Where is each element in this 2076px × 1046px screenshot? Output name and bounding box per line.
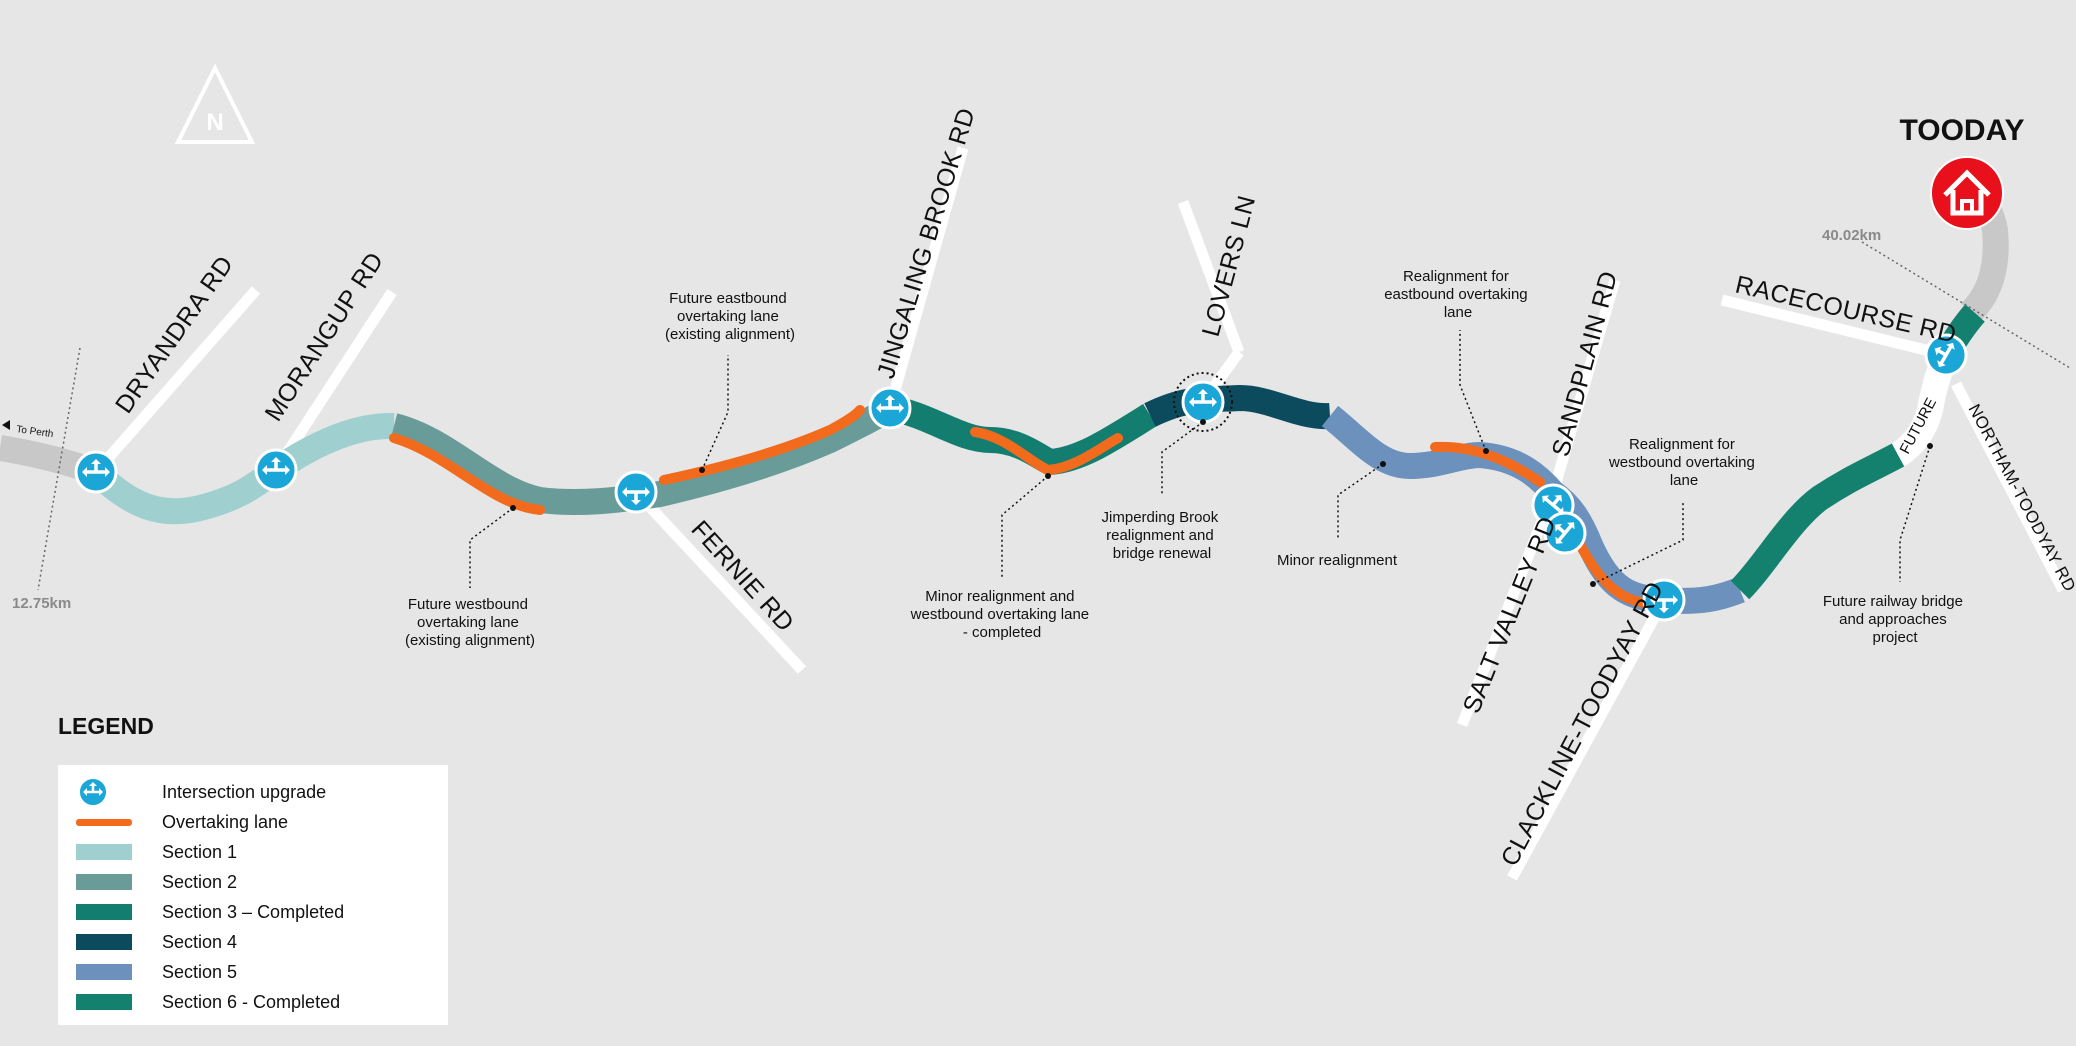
legend-item-section-1: Section 1 (76, 837, 237, 867)
legend-swatch-section-5 (76, 964, 132, 980)
road-sandplain (1547, 278, 1621, 495)
section-1 (86, 412, 395, 525)
legend-item-overtaking: Overtaking lane (76, 807, 288, 837)
town-label: TOODAY (1899, 114, 2024, 147)
legend-swatch-section-1 (76, 844, 132, 860)
km-start: 12.75km (12, 595, 71, 612)
km-end-line (1861, 241, 2071, 369)
annotation-leaders (469, 330, 1931, 588)
annotation-minor-realign-wb: Minor realignment and westbound overtaki… (910, 588, 1094, 641)
annotation-minor-realign: Minor realignment (1277, 552, 1398, 569)
road-dryandra (91, 286, 261, 476)
road-fernie (631, 488, 807, 674)
legend-label: Section 4 (162, 931, 238, 952)
intersection-jingaling-icon[interactable] (868, 386, 912, 430)
legend-item-intersection: Intersection upgrade (76, 777, 326, 807)
overtaking-minor-realign (970, 427, 1123, 476)
road-lovers-b (1177, 200, 1245, 354)
legend-item-section-5: Section 5 (76, 957, 237, 987)
legend-swatch-overtaking (76, 818, 132, 826)
road-jingaling (884, 146, 969, 410)
section-4 (1144, 384, 1331, 430)
legend-label: Section 3 – Completed (162, 901, 345, 922)
legend-swatch-section-6 (76, 994, 132, 1010)
overtaking-realign-wb (1570, 530, 1655, 609)
intersection-lovers-icon[interactable] (1181, 380, 1225, 424)
legend-item-section-4: Section 4 (76, 927, 237, 957)
legend-swatch-section-2 (76, 874, 132, 890)
annotation-realign-wb: Realignment for westbound overtaking lan… (1608, 436, 1759, 489)
legend-item-section-2: Section 2 (76, 867, 237, 897)
annotation-railway: Future railway bridge and approaches pro… (1823, 593, 1967, 646)
legend-swatch-section-3 (76, 904, 132, 920)
road-morangup (271, 288, 397, 474)
road-label-salt-valley: SALT VALLEY RD (1458, 513, 1562, 718)
intersection-morangup-icon[interactable] (254, 448, 298, 492)
road-racecourse (1720, 294, 1948, 361)
intersection-upgrade-icon (76, 775, 132, 809)
legend-label: Section 1 (162, 841, 238, 862)
intersection-fernie-icon[interactable] (614, 470, 658, 514)
intersection-dryandra-icon[interactable] (74, 450, 118, 494)
road-label-sandplain: SANDPLAIN RD (1547, 268, 1623, 460)
annotation-future-eastbound: Future eastbound overtaking lane (existi… (665, 290, 795, 343)
annotation-future-westbound: Future westbound overtaking lane (existi… (405, 596, 535, 649)
legend-label: Section 2 (162, 871, 238, 892)
km-start-line (37, 347, 81, 591)
jimperding-highlight (1173, 372, 1233, 432)
km-end: 40.02km (1822, 227, 1881, 244)
intersection-clackline-icon[interactable] (1642, 578, 1686, 622)
legend-item-section-3: Section 3 – Completed (76, 897, 344, 927)
legend-label: Section 6 - Completed (162, 991, 341, 1012)
road-label-northam: NORTHAM-TOODYAY RD (1964, 401, 2076, 595)
overtaking-realign-eb (1430, 441, 1545, 487)
north-label: N (206, 109, 223, 136)
intersection-racecourse-icon[interactable] (1919, 328, 1974, 383)
road-clackline (1507, 597, 1669, 881)
town-home-icon[interactable] (1930, 156, 2004, 230)
annotation-realign-eb: Realignment for eastbound overtaking lan… (1384, 268, 1532, 321)
road-label-jingaling: JINGALING BROOK RD (872, 105, 981, 382)
legend-item-section-6: Section 6 - Completed (76, 987, 340, 1017)
legend-swatch-section-4 (76, 934, 132, 950)
annotation-jimperding: Jimperding Brook realignment and bridge … (1102, 509, 1223, 562)
road-salt-valley (1456, 490, 1559, 728)
to-perth-label: To Perth (16, 424, 54, 440)
road-northam (1951, 381, 2068, 593)
intersection-salt-valley-icon[interactable] (1537, 505, 1593, 561)
legend-label: Intersection upgrade (162, 781, 327, 802)
legend-label: Overtaking lane (162, 811, 289, 832)
section-6 (1730, 443, 1905, 600)
annotation-dots (510, 419, 1933, 587)
north-arrow-icon: N (174, 63, 256, 144)
legend: Intersection upgrade Overtaking lane Sec… (58, 765, 448, 1025)
to-perth-marker: To Perth (2, 420, 54, 440)
road-label-fernie: FERNIE RD (686, 515, 800, 637)
overtaking-westbound (389, 433, 545, 515)
legend-label: Section 5 (162, 961, 238, 982)
legend-title: LEGEND (58, 713, 154, 739)
